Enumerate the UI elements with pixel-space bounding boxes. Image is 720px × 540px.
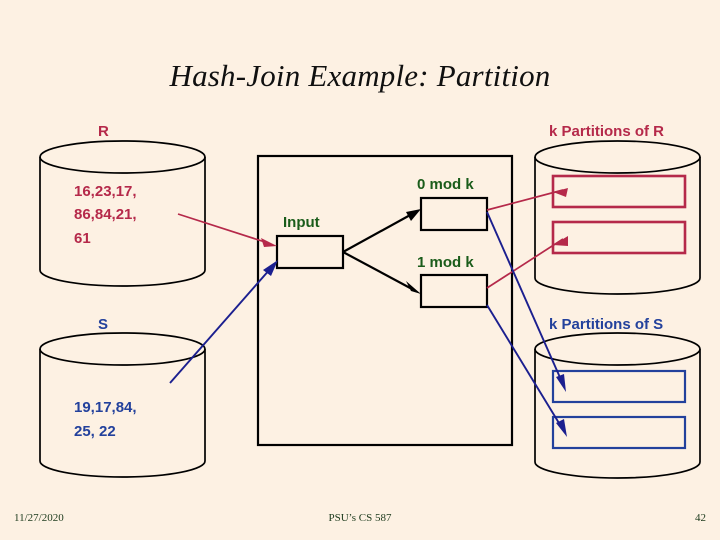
target-s-cylinder — [534, 332, 701, 479]
arrow-r-to-input — [177, 213, 277, 247]
source-s-label: S — [98, 316, 108, 333]
arrow-bucket1-to-target-r-1 — [486, 236, 568, 289]
bucket-1-box — [419, 273, 489, 309]
source-r-contents-line1: 16,23,17, — [74, 183, 137, 200]
bucket-0-label: 0 mod k — [417, 176, 474, 193]
arrow-input-to-bucket0 — [342, 209, 421, 253]
target-s-label: k Partitions of S — [549, 316, 663, 333]
target-s-partition-0 — [551, 369, 687, 404]
source-r-cylinder — [39, 140, 206, 287]
arrow-bucket0-to-target-s-0 — [486, 211, 566, 392]
source-r-label: R — [98, 123, 109, 140]
input-buffer-label: Input — [283, 214, 320, 231]
arrow-bucket1-to-target-s-1 — [486, 304, 567, 437]
target-r-partition-0 — [551, 174, 687, 209]
source-s-contents-line1: 19,17,84, — [74, 399, 137, 416]
partition-process-container — [256, 154, 514, 447]
arrow-input-to-bucket1 — [342, 251, 421, 294]
footer-page-number: 42 — [695, 512, 706, 524]
footer-date: 11/27/2020 — [14, 512, 64, 524]
target-s-partition-1 — [551, 415, 687, 450]
target-r-label: k Partitions of R — [549, 123, 664, 140]
bucket-0-box — [419, 196, 489, 232]
source-r-contents-line2: 86,84,21, — [74, 206, 137, 223]
arrow-bucket0-to-target-r-0 — [486, 188, 568, 211]
source-s-contents-line2: 25, 22 — [74, 423, 116, 440]
footer-course: PSU’s CS 587 — [328, 512, 392, 524]
page-title: Hash-Join Example: Partition — [169, 58, 551, 93]
bucket-1-label: 1 mod k — [417, 254, 474, 271]
input-buffer-box — [275, 234, 345, 270]
target-r-partition-1 — [551, 220, 687, 255]
source-s-cylinder — [39, 332, 206, 478]
source-r-contents-line3: 61 — [74, 230, 91, 247]
arrow-s-to-input — [169, 260, 278, 384]
target-r-cylinder — [534, 140, 701, 295]
